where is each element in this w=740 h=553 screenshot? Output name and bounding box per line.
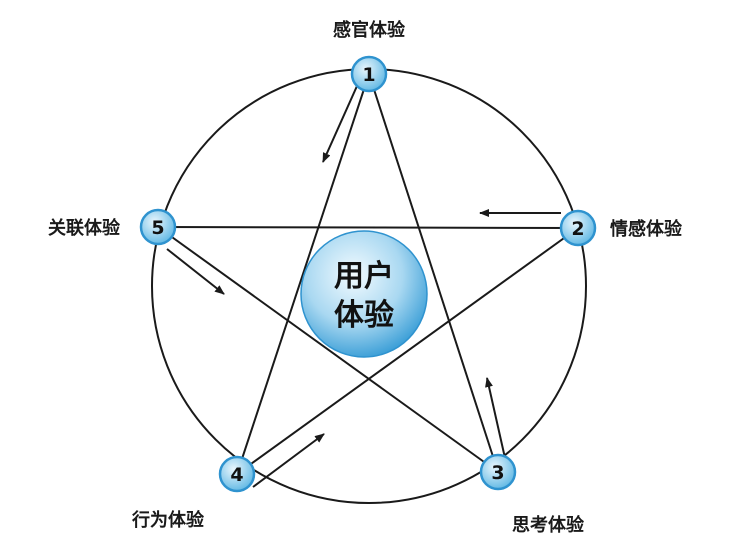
arrow-5 bbox=[166, 248, 225, 295]
arrow-1 bbox=[322, 85, 358, 163]
node-3-number: 3 bbox=[491, 462, 504, 484]
line-2-5 bbox=[157, 226, 579, 229]
line-5-3 bbox=[157, 226, 499, 473]
node-2-circle bbox=[559, 209, 597, 247]
arrow-3 bbox=[485, 377, 506, 459]
node-5-circle bbox=[139, 208, 177, 246]
flow-arrows bbox=[166, 85, 561, 488]
arrow-4 bbox=[252, 433, 325, 488]
node-2-number: 2 bbox=[571, 218, 584, 240]
node-4: 4 bbox=[218, 455, 256, 493]
label-emotional-experience: 情感体验 bbox=[610, 218, 683, 240]
line-2-4 bbox=[236, 227, 579, 475]
node-2: 2 bbox=[559, 209, 597, 247]
node-3: 3 bbox=[479, 453, 517, 491]
label-thinking-experience: 思考体验 bbox=[512, 514, 585, 536]
center-label-line2: 体验 bbox=[334, 298, 394, 333]
center-circle bbox=[300, 230, 428, 358]
node-1-circle bbox=[350, 55, 388, 93]
node-1: 1 bbox=[350, 55, 388, 93]
line-1-4 bbox=[236, 73, 370, 475]
line-1-3 bbox=[368, 73, 499, 473]
label-sensory-experience: 感官体验 bbox=[333, 19, 406, 41]
label-action-experience: 行为体验 bbox=[131, 509, 205, 531]
node-1-number: 1 bbox=[362, 64, 375, 86]
pentagram-lines bbox=[157, 73, 579, 475]
center-label-line1: 用户 bbox=[334, 259, 394, 294]
node-3-circle bbox=[479, 453, 517, 491]
node-5: 5 bbox=[139, 208, 177, 246]
node-4-circle bbox=[218, 455, 256, 493]
label-relational-experience: 关联体验 bbox=[48, 217, 121, 239]
node-4-number: 4 bbox=[230, 464, 243, 486]
node-5-number: 5 bbox=[151, 217, 164, 239]
